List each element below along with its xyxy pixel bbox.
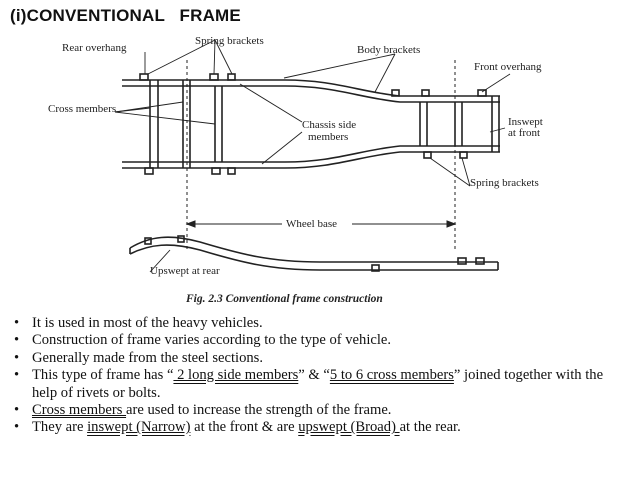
cross-member	[149, 80, 159, 168]
label-upswept-rear: Upswept at rear	[150, 265, 220, 277]
label-front-overhang: Front overhang	[474, 61, 542, 73]
label-at-front: at front	[508, 127, 540, 139]
label-chassis-members: members	[308, 131, 348, 143]
label-inswept: Inswept	[508, 116, 543, 128]
link-inswept: inswept (Narrow)	[87, 419, 191, 436]
bullet-item: They are inswept (Narrow) at the front &…	[12, 419, 627, 437]
label-body-brackets: Body brackets	[357, 44, 420, 56]
slide-title: (i)CONVENTIONAL FRAME	[10, 6, 241, 25]
link-long-side-members: 2 long side members	[173, 367, 299, 384]
bullet-item: Construction of frame varies according t…	[12, 332, 627, 350]
cross-member	[491, 96, 500, 152]
bullet-item: This type of frame has “ 2 long side mem…	[12, 367, 627, 402]
cross-member	[454, 102, 463, 146]
cross-member	[214, 86, 223, 162]
label-rear-overhang: Rear overhang	[62, 42, 127, 54]
cross-member	[182, 80, 191, 168]
label-chassis-side: Chassis side	[302, 119, 356, 131]
bullet-item: It is used in most of the heavy vehicles…	[12, 315, 627, 333]
conventional-frame-diagram: Rear overhang Spring brackets Body brack…	[48, 35, 543, 305]
label-spring-brackets-top: Spring brackets	[195, 35, 264, 47]
cross-member	[419, 102, 428, 146]
bullet-item: Cross members are used to increase the s…	[12, 402, 627, 420]
link-cross-members-count: 5 to 6 cross members	[329, 367, 454, 384]
bottom-side-member	[122, 145, 500, 163]
link-upswept: upswept (Broad)	[298, 419, 400, 436]
bullet-item: Generally made from the steel sections.	[12, 350, 627, 368]
bullet-list: It is used in most of the heavy vehicles…	[12, 315, 627, 437]
side-view-frame	[129, 236, 498, 263]
figure-caption: Fig. 2.3 Conventional frame construction	[185, 293, 383, 305]
label-spring-brackets-bottom: Spring brackets	[470, 177, 539, 189]
label-cross-members: Cross members	[48, 103, 116, 115]
link-cross-members: Cross members	[32, 402, 127, 419]
label-wheel-base: Wheel base	[286, 218, 337, 230]
top-side-member	[122, 79, 500, 97]
